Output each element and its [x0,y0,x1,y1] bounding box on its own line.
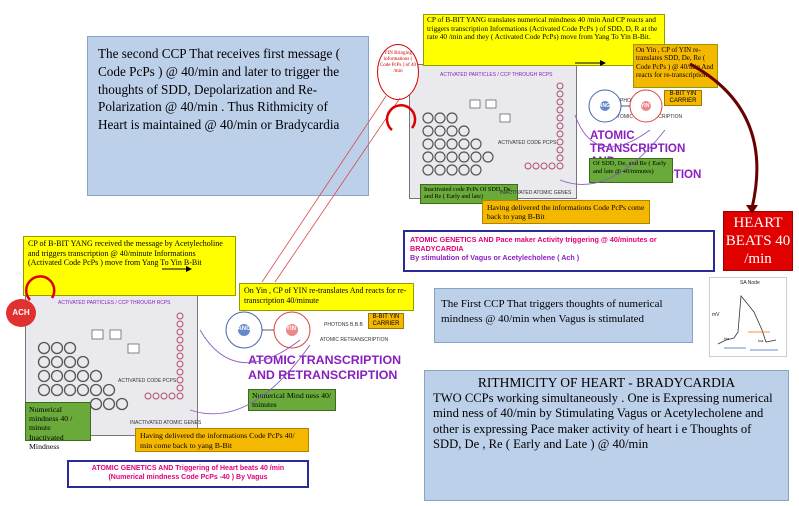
bottom-yang-atom [225,311,263,349]
top-gene-circles [422,112,494,176]
top-yin-info-circle-text: YIN Bringing informations ( Code PcPs ) … [379,51,417,74]
top-yang-atom [588,89,622,123]
first-ccp-text: The First CCP That triggers thoughts of … [441,298,663,325]
bottom-yang-label: YANG [234,326,251,332]
bottom-activated-label: ACTIVATED CODE PCPS [118,378,177,384]
top-yin-carrier-label: B-BIT YIN CARRIER [664,90,702,106]
top-activated-strand [524,82,564,170]
bottom-caption-box: ATOMIC GENETICS AND Triggering of Heart … [67,460,309,488]
top-caption-line1: ATOMIC GENETICS AND Pace maker Activity … [410,235,657,253]
bottom-green-mindness-note-text: Numerical Mind ness 40/ minutes [252,391,332,410]
bottom-photons-text: PHOTONS B.B.B [324,322,363,328]
bottom-inactivated-label: INACTIVATED ATOMIC GENES [130,420,202,426]
sa-node-trace [717,294,778,351]
rithmicity-body: TWO CCPs working simultaneously . One is… [433,390,773,452]
sa-node-label-ica: Ica [758,338,764,343]
sa-node-label-na: Na [724,336,730,341]
top-green-sdd-note: Of SDD, De, and Re ( Early and late @ 40… [589,158,673,183]
top-cell-squares [469,99,511,123]
second-ccp-description-text: The second CCP That receives first messa… [98,46,341,133]
bottom-photons-label: PHOTONS B.B.B [324,322,363,328]
bottom-caption-line1: ATOMIC GENETICS AND Triggering of Heart … [91,465,285,472]
ach-text: ACH [12,308,30,317]
top-yin-yellow-note-text: On Yin , CP of YIN re-translates SDD, De… [636,46,714,79]
bottom-caption-line2: (Numerical mindness Code PcPs -40 ) By V… [108,474,268,481]
bottom-yin-yellow-note: On Yin , CP of YIN re-translates And rea… [239,283,414,311]
bottom-atomic-transcription-title: ATOMIC TRANSCRIPTION AND RETRANSCRIPTION [248,353,408,383]
rithmicity-box: RITHMICITY OF HEART - BRADYCARDIA TWO CC… [424,370,789,501]
bottom-atomic-retranscription-small: ATOMIC RETRANSCRIPTION [320,337,388,343]
heart-beats-box: HEART BEATS 40 /min [723,211,793,271]
first-ccp-box: The First CCP That triggers thoughts of … [434,288,693,343]
top-activated-label: ACTIVATED CODE PCPS [498,140,557,146]
top-green-inactivated-note: Inactivated code PcPs Of SDD, De, and Re… [420,184,518,204]
bottom-yang-yellow-note-text: CP of B-BIT YANG received the message by… [28,239,223,267]
bottom-green-mindness-note: Numerical Mind ness 40/ minutes [248,389,336,411]
bottom-cell-squares [91,329,140,354]
sa-node-ylabel: mV [712,312,720,318]
top-caption-line2: By stimulation of Vagus or Acetylecholen… [410,253,580,262]
bottom-green-inactivated-note: Numerical mindness 40 / minute Inactivat… [25,402,91,451]
top-yin-label: YIN [641,103,650,109]
top-orange-return-note: Having delivered the informations Code P… [482,200,650,224]
bottom-orange-return-note-text: Having delivered the informations Code P… [140,431,295,450]
top-yin-yellow-note: On Yin , CP of YIN re-translates SDD, De… [633,44,718,88]
top-green-inactivated-note-text: Inactivated code PcPs Of SDD, De, and Re… [424,186,513,201]
bottom-yin-carrier-label: B-BIT YIN CARRIER [368,313,404,329]
bottom-yin-yellow-note-text: On Yin , CP of YIN re-translates And rea… [244,286,407,305]
sa-node-chart: SA Node mV Na Ica [709,277,787,357]
ach-circle: ACH [6,299,36,327]
heart-beats-text: HEART BEATS 40 /min [725,215,791,267]
bottom-activated-strand [144,312,184,400]
top-caption-box: ATOMIC GENETICS AND Pace maker Activity … [403,230,715,272]
top-green-sdd-note-text: Of SDD, De, and Re ( Early and late @ 40… [593,160,667,175]
bottom-green-inactivated-note-text: Numerical mindness 40 / minute Inactivat… [29,405,73,451]
top-yin-carrier-text: B-BIT YIN CARRIER [669,91,697,104]
sa-node-title: SA Node [740,280,760,286]
bottom-orange-return-note: Having delivered the informations Code P… [135,428,309,452]
top-gene-headline: ACTIVATED PARTICLES / CCP THROUGH RCPS [440,72,553,78]
top-yang-yellow-note-text: CP of B-BIT YANG translates numerical mi… [427,15,658,42]
bottom-gene-circles [37,341,129,411]
bottom-atomic-transcription-title-text: ATOMIC TRANSCRIPTION AND RETRANSCRIPTION [248,353,402,382]
bottom-gene-headline: ACTIVATED PARTICLES / CCP THROUGH RCPS [58,300,171,306]
top-orange-return-note-text: Having delivered the informations Code P… [487,203,645,222]
bottom-yin-carrier-text: B-BIT YIN CARRIER [372,314,400,327]
top-gene-panel [409,64,577,199]
rithmicity-title: RITHMICITY OF HEART - BRADYCARDIA [477,375,736,390]
bottom-yang-yellow-note: CP of B-BIT YANG received the message by… [23,236,236,296]
bottom-atomic-retranscription-small-text: ATOMIC RETRANSCRIPTION [320,337,389,343]
bottom-yin-label: YIN [286,326,297,332]
second-ccp-description-box: The second CCP That receives first messa… [87,36,369,196]
top-yang-yellow-note: CP of B-BIT YANG translates numerical mi… [423,14,665,66]
top-yang-label: YANG [596,103,610,109]
top-yin-info-circle: YIN Bringing informations ( Code PcPs ) … [377,44,419,100]
top-inactivated-label: INACTIVATED ATOMIC GENES [500,190,572,196]
